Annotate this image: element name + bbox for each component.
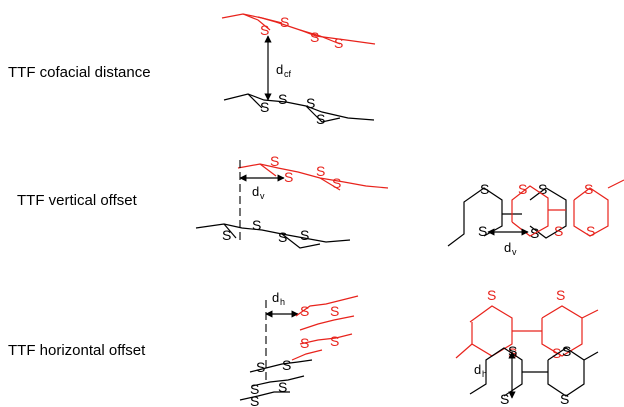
sulfur-atom: S xyxy=(584,181,593,197)
sulfur-atom: S xyxy=(260,99,269,115)
distance-subscript-v-topview: v xyxy=(512,247,517,257)
sulfur-atom: S xyxy=(250,381,259,397)
sulfur-atom: S xyxy=(478,223,487,239)
sulfur-atom: S xyxy=(562,343,571,359)
sulfur-atom: S xyxy=(480,181,489,197)
sulfur-atom: S xyxy=(278,229,287,245)
ttf-molecule-top-cofacial: S S S S xyxy=(221,13,376,51)
sulfur-atom: S xyxy=(560,391,569,407)
sulfur-atom: S xyxy=(508,343,517,359)
sulfur-atom: S xyxy=(334,35,343,51)
ttf-molecule-top-horizontal: S S S S xyxy=(291,295,359,361)
distance-label-v-topview: d xyxy=(504,240,511,255)
distance-label-h-topview: d xyxy=(474,362,481,377)
sulfur-atom: S xyxy=(554,223,563,239)
distance-subscript-h: h xyxy=(280,297,285,307)
sulfur-atom: S xyxy=(330,333,339,349)
sulfur-atom: S xyxy=(487,287,496,303)
sulfur-atom: S xyxy=(280,14,289,30)
sulfur-atom: S xyxy=(260,22,269,38)
sulfur-atom: S xyxy=(282,357,291,373)
sulfur-atom: S xyxy=(300,303,309,319)
distance-label-cf: d xyxy=(276,62,283,77)
sulfur-atom: S xyxy=(300,335,309,351)
sulfur-atom: S xyxy=(586,223,595,239)
distance-label-h: d xyxy=(272,290,279,305)
ttf-molecule-bottom-vertical: S S S S xyxy=(195,217,351,249)
label-horizontal-offset: TTF horizontal offset xyxy=(8,342,146,359)
sulfur-atom: S xyxy=(278,379,287,395)
distance-label-v: d xyxy=(252,184,259,199)
distance-subscript-cf: cf xyxy=(284,69,292,79)
ttf-molecule-top-vertical-topview: S S S S xyxy=(511,179,624,239)
sulfur-atom: S xyxy=(278,91,287,107)
sulfur-atom: S xyxy=(270,153,279,169)
sulfur-atom: S xyxy=(300,227,309,243)
sulfur-atom: S xyxy=(518,181,527,197)
sulfur-atom: S xyxy=(556,287,565,303)
sulfur-atom: S xyxy=(538,181,547,197)
sulfur-atom: S xyxy=(252,217,261,233)
ttf-molecule-bottom-cofacial: S S S S xyxy=(223,91,375,127)
label-cofacial-distance: TTF cofacial distance xyxy=(8,64,151,81)
sulfur-atom: S xyxy=(316,163,325,179)
sulfur-atom: S xyxy=(310,29,319,45)
label-vertical-offset: TTF vertical offset xyxy=(17,192,137,209)
ttf-molecule-bottom-horizontal: S S S S S xyxy=(239,357,313,407)
sulfur-atom: S xyxy=(330,303,339,319)
sulfur-atom: S xyxy=(332,175,341,191)
sulfur-atom: S xyxy=(222,227,231,243)
ttf-molecule-top-horizontal-topview: S S S S xyxy=(455,287,599,361)
sulfur-atom: S xyxy=(316,111,325,127)
ttf-molecule-top-vertical: S S S S xyxy=(237,153,389,191)
ttf-molecule-bottom-horizontal-topview: S S S S xyxy=(469,343,599,407)
distance-subscript-v: v xyxy=(260,191,265,201)
sulfur-atom: S xyxy=(500,391,509,407)
sulfur-atom: S xyxy=(284,169,293,185)
sulfur-atom: S xyxy=(306,95,315,111)
sulfur-atom: S xyxy=(250,393,259,407)
sulfur-atom: S xyxy=(552,345,561,361)
distance-subscript-h-topview: h xyxy=(482,369,487,379)
sulfur-atom: S xyxy=(256,359,265,375)
